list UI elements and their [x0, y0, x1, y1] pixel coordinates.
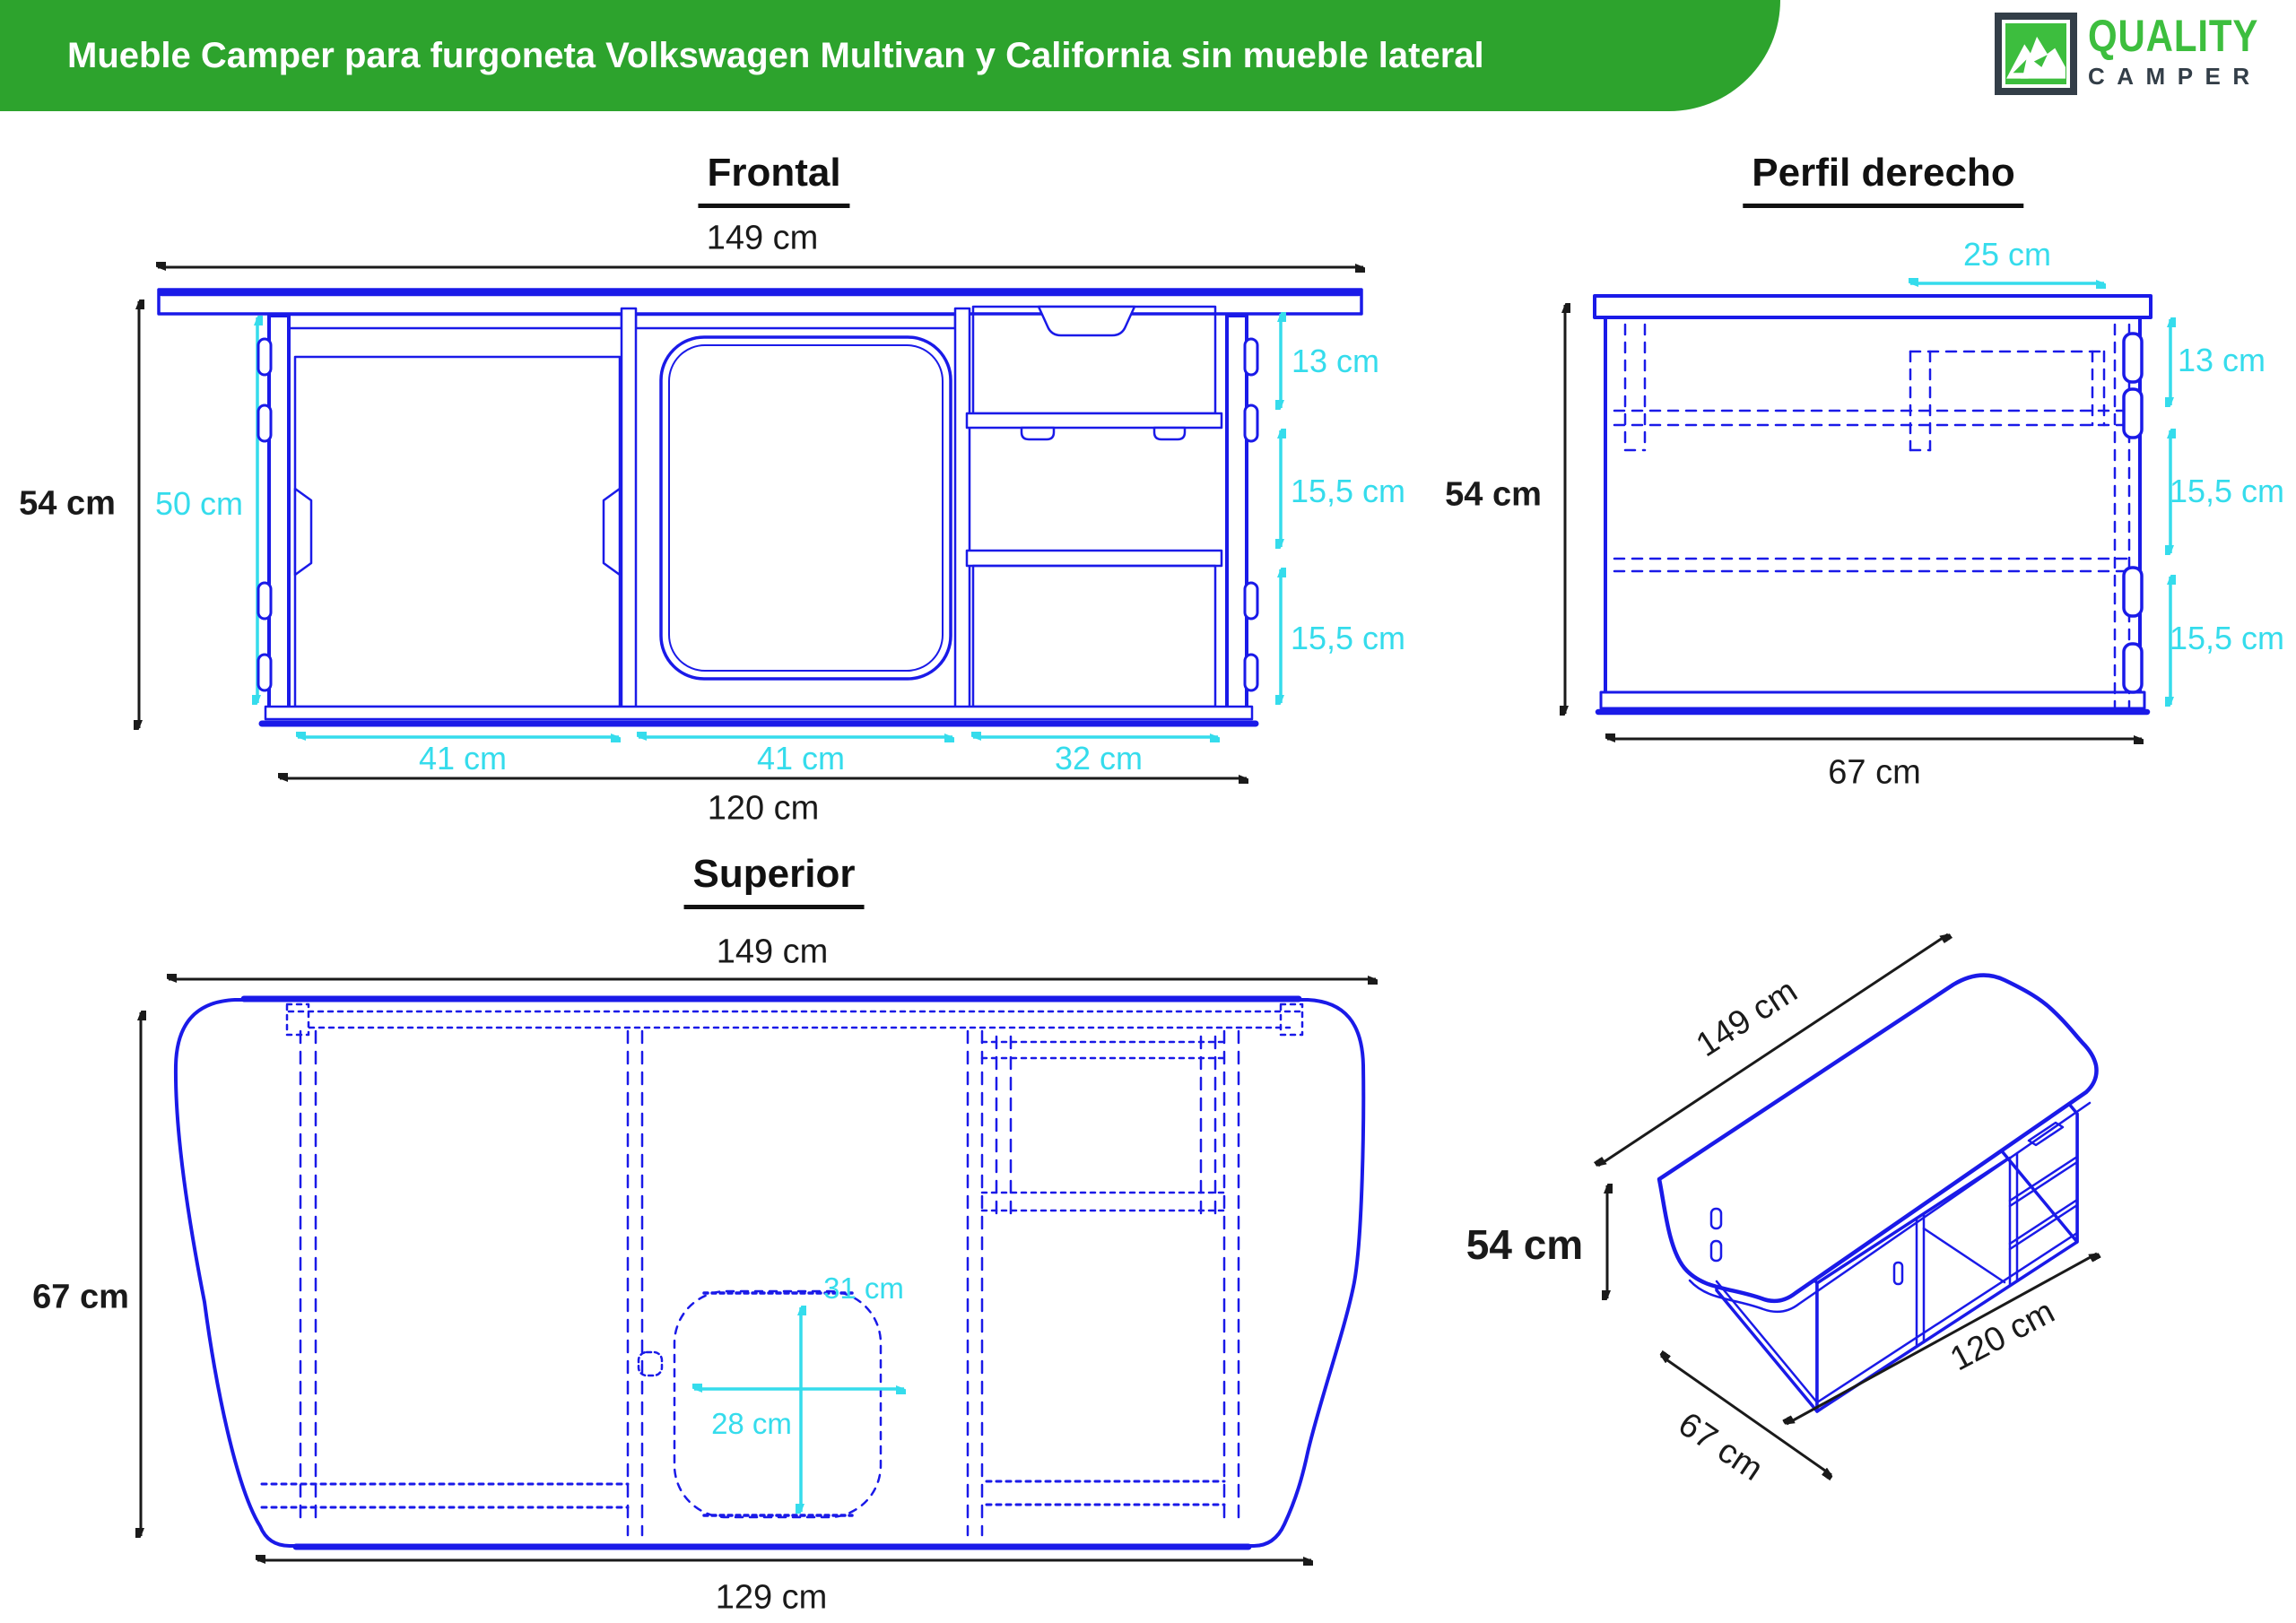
frontal-drawer-bottom-label: 15,5 cm [1290, 620, 1406, 656]
perfil-drawer-top-label: 13 cm [2177, 342, 2266, 378]
frontal-total-height-label: 54 cm [19, 484, 116, 523]
header-banner: Mueble Camper para furgoneta Volkswagen … [0, 0, 1780, 111]
frontal-drawer-middle-label: 15,5 cm [1290, 473, 1406, 509]
perfil-drawer-middle-label: 15,5 cm [2169, 473, 2285, 509]
perfil-total-depth-label: 67 cm [1828, 753, 1921, 792]
frontal-view-drawing [139, 267, 1363, 778]
perfil-drawer-depth-label: 25 cm [1962, 236, 2052, 273]
frontal-body-width-label: 120 cm [707, 789, 820, 828]
frontal-section-right-label: 32 cm [1054, 740, 1144, 777]
brand-logo: QUALITY CAMPER [1995, 13, 2291, 95]
mountain-icon-art [2006, 36, 2066, 79]
perfil-total-height-label: 54 cm [1445, 475, 1542, 514]
superior-body-width-label: 129 cm [715, 1578, 828, 1617]
logo-word-quality: QUALITY [2088, 11, 2259, 61]
superior-sink-width-label: 28 cm [711, 1407, 792, 1440]
frontal-section-center-label: 41 cm [756, 740, 846, 777]
frontal-drawer-top-label: 13 cm [1291, 343, 1380, 379]
logo-word-camper: CAMPER [2088, 63, 2262, 90]
superior-total-depth-label: 67 cm [32, 1278, 129, 1316]
frontal-total-width-label: 149 cm [706, 219, 819, 257]
mountain-icon [1995, 13, 2077, 95]
page-title: Mueble Camper para furgoneta Volkswagen … [67, 36, 1484, 75]
superior-title: Superior [683, 852, 865, 909]
perfil-title: Perfil derecho [1743, 151, 2024, 208]
superior-sink-length-label: 31 cm [823, 1271, 904, 1305]
frontal-inner-height-label: 50 cm [154, 485, 244, 522]
isometric-view-drawing [1598, 934, 2097, 1475]
perfil-drawer-bottom-label: 15,5 cm [2169, 620, 2285, 656]
perfil-view-drawing [1565, 283, 2170, 739]
superior-total-width-label: 149 cm [716, 933, 829, 971]
superior-view-drawing [141, 979, 1376, 1560]
isometric-height-label: 54 cm [1465, 1221, 1584, 1268]
frontal-section-left-label: 41 cm [418, 740, 508, 777]
frontal-title: Frontal [698, 151, 850, 208]
